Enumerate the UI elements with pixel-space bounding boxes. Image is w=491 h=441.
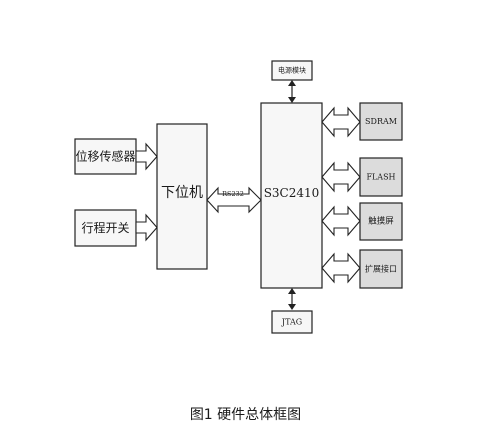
limit-switch-label: 行程开关 [81, 220, 129, 235]
touchscreen-block: 触摸屏 [359, 202, 403, 241]
cpu-touchscreen-double-arrow [321, 205, 361, 237]
sdram-label: SDRAM [365, 117, 397, 126]
sensor-to-lower-arrow [135, 142, 158, 171]
sdram-block: SDRAM [359, 102, 403, 141]
power-module-block: 电源模块 [271, 60, 313, 81]
flash-block: FLASH [359, 157, 403, 197]
position-sensor-label: 位移传感器 [75, 149, 135, 164]
expansion-interface-label: 扩展接口 [365, 264, 397, 274]
power-to-cpu-connector [288, 80, 296, 103]
position-sensor-block: 位移传感器 [74, 138, 137, 175]
limit-switch-block: 行程开关 [74, 209, 137, 247]
lower-computer-label: 下位机 [161, 185, 203, 201]
rs232-label: RS232 [222, 190, 244, 198]
touchscreen-label: 触摸屏 [368, 216, 394, 227]
jtag-label: JTAG [281, 318, 302, 327]
jtag-block: JTAG [271, 310, 313, 334]
cpu-expansion-double-arrow [321, 252, 361, 284]
flash-label: FLASH [366, 173, 395, 182]
cpu-sdram-double-arrow [321, 106, 361, 138]
figure-caption: 图1 硬件总体框图 [189, 407, 302, 423]
cpu-flash-double-arrow [321, 161, 361, 193]
s3c2410-label: S3C2410 [264, 186, 320, 200]
expansion-interface-block: 扩展接口 [359, 249, 403, 289]
power-module-label: 电源模块 [278, 66, 306, 75]
cpu-to-jtag-connector [288, 288, 296, 310]
switch-to-lower-arrow [135, 213, 158, 242]
lower-computer-block: 下位机 [156, 123, 208, 270]
s3c2410-block: S3C2410 [260, 102, 323, 289]
